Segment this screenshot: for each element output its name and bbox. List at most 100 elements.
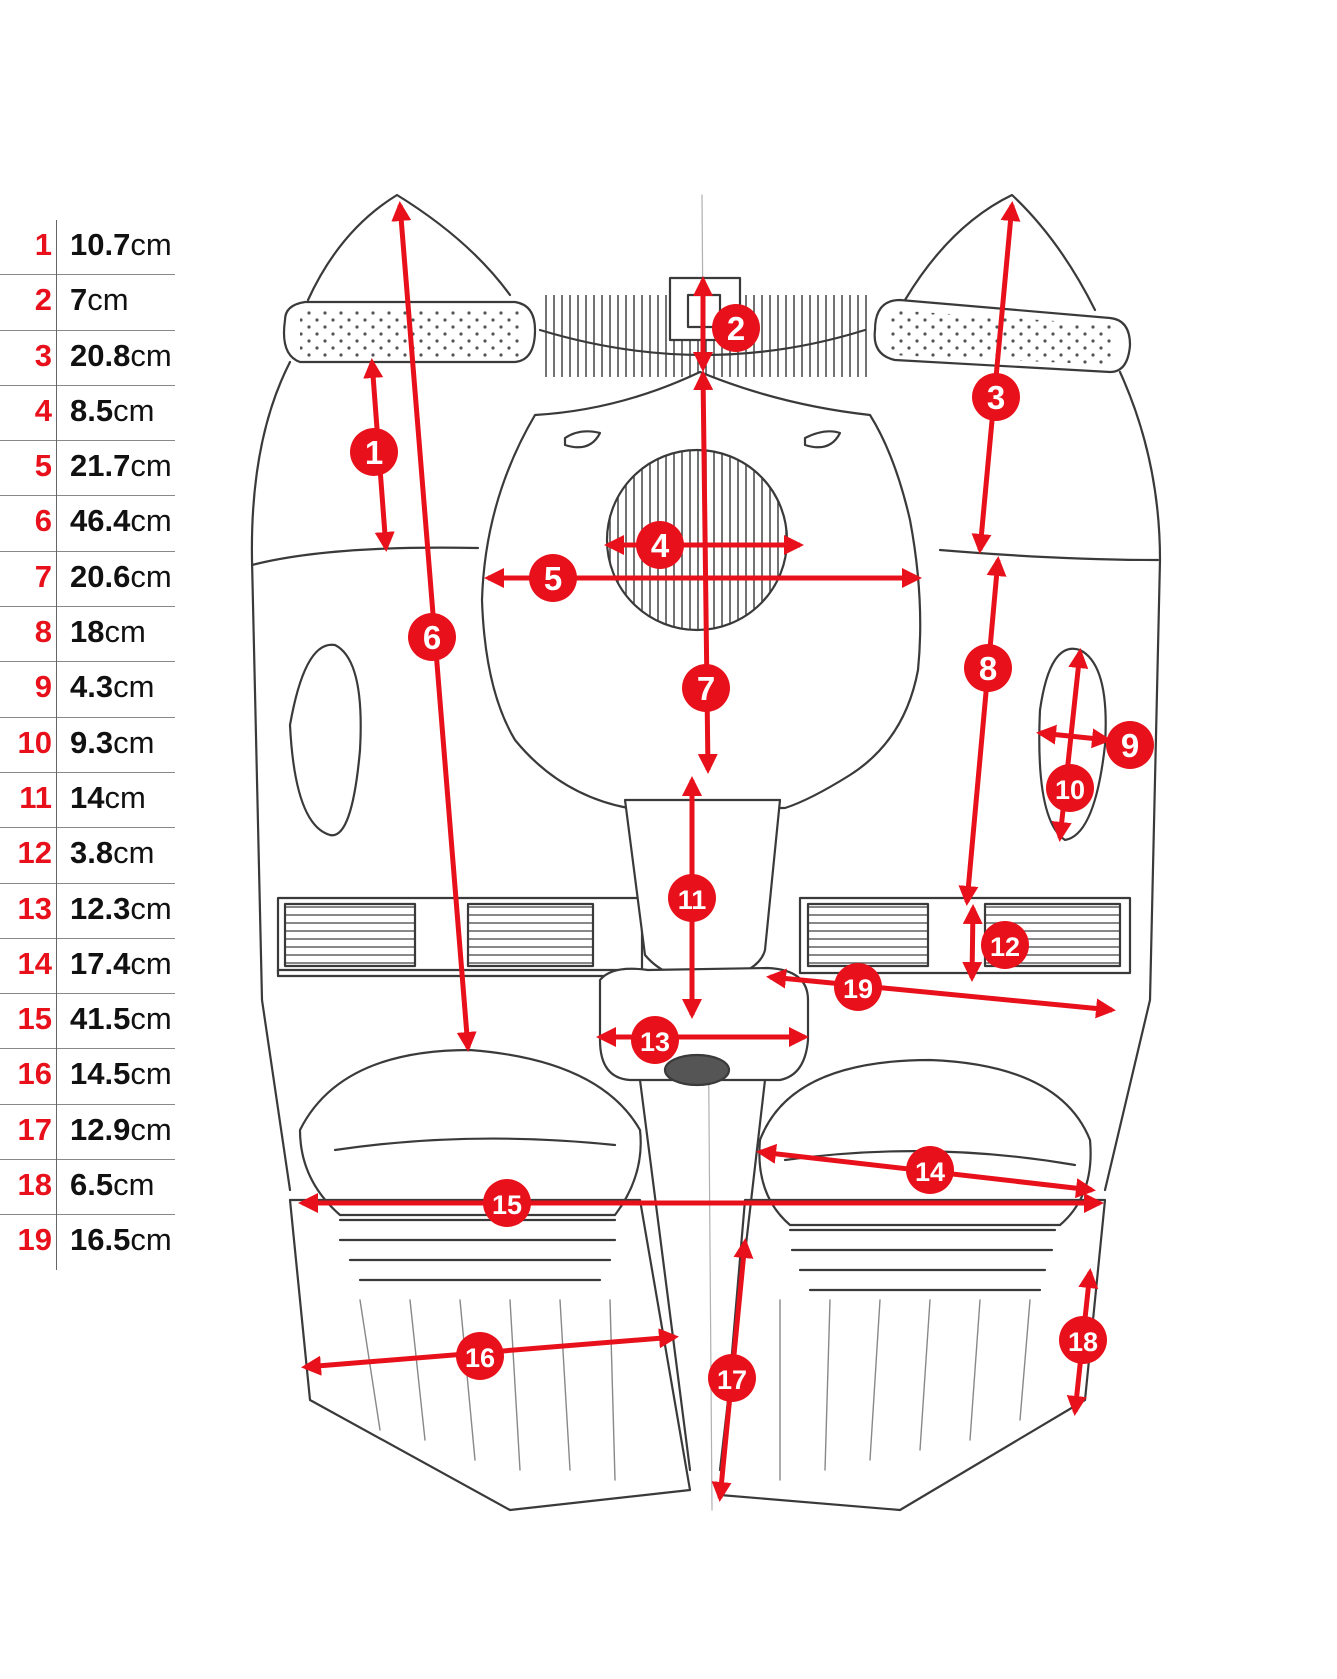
- legend-number: 11: [19, 779, 52, 815]
- legend-value: 20.8cm: [70, 337, 172, 373]
- marker-8: 8: [964, 644, 1012, 692]
- legend-row: 6 46.4cm: [0, 496, 175, 552]
- svg-text:17: 17: [717, 1365, 747, 1395]
- marker-10: 10: [1046, 764, 1094, 812]
- legend-number: 3: [34, 337, 52, 373]
- right-tank-body: [1103, 370, 1162, 1192]
- marker-18: 18: [1059, 1316, 1107, 1364]
- legend-value: 12.9cm: [70, 1111, 172, 1147]
- legend-value: 9.3cm: [70, 724, 155, 760]
- right-nose-cone: [903, 193, 1097, 312]
- svg-text:11: 11: [678, 885, 707, 915]
- svg-text:12: 12: [990, 932, 1020, 962]
- marker-12: 12: [981, 921, 1029, 969]
- marker-6: 6: [408, 613, 456, 661]
- legend-number: 12: [17, 835, 52, 871]
- left-tank-body: [250, 360, 292, 1192]
- legend-value: 12.3cm: [70, 890, 172, 926]
- svg-text:15: 15: [492, 1190, 522, 1220]
- legend-row: 1 10.7cm: [0, 220, 175, 276]
- marker-2: 2: [712, 304, 760, 352]
- marker-3: 3: [972, 373, 1020, 421]
- dimension-arrow-9: [1036, 724, 1112, 749]
- svg-text:13: 13: [640, 1027, 670, 1057]
- marker-11: 11: [668, 874, 716, 922]
- legend-divider: [56, 220, 57, 1270]
- left-nose-cone: [306, 193, 512, 302]
- marker-15: 15: [483, 1179, 531, 1227]
- left-window: [288, 643, 362, 837]
- legend-row: 18 6.5cm: [0, 1160, 175, 1216]
- legend-number: 2: [34, 282, 52, 318]
- legend-number: 10: [17, 724, 52, 760]
- legend-number: 1: [34, 227, 52, 262]
- svg-text:7: 7: [697, 670, 715, 707]
- svg-text:6: 6: [423, 619, 441, 656]
- legend-value: 21.7cm: [70, 448, 172, 484]
- svg-text:14: 14: [915, 1157, 945, 1187]
- svg-text:2: 2: [727, 310, 745, 347]
- dimension-arrow-12: [962, 904, 983, 982]
- legend-value: 14.5cm: [70, 1056, 172, 1092]
- marker-7: 7: [682, 664, 730, 712]
- legend-row: 16 14.5cm: [0, 1049, 175, 1105]
- legend-number: 9: [34, 669, 52, 705]
- legend-value: 14cm: [70, 779, 146, 815]
- legend-number: 13: [17, 890, 52, 926]
- legend-row: 13 12.3cm: [0, 884, 175, 939]
- legend-row: 14 17.4cm: [0, 939, 175, 995]
- legend-row: 12 3.8cm: [0, 828, 175, 884]
- marker-17: 17: [708, 1354, 756, 1402]
- legend-value: 16.5cm: [70, 1222, 172, 1258]
- legend-number: 6: [34, 503, 52, 539]
- legend-row: 5 21.7cm: [0, 441, 175, 497]
- right-collar: [873, 298, 1132, 374]
- svg-text:4: 4: [651, 527, 670, 564]
- svg-text:5: 5: [544, 560, 562, 597]
- svg-text:9: 9: [1121, 727, 1139, 764]
- dimension-arrow-19: [766, 968, 1116, 1019]
- legend-row: 9 4.3cm: [0, 662, 175, 718]
- legend-number: 18: [17, 1167, 52, 1203]
- marker-9: 9: [1106, 721, 1154, 769]
- marker-14: 14: [906, 1146, 954, 1194]
- right-nozzle-skirt: [718, 1198, 1107, 1512]
- marker-19: 19: [834, 963, 882, 1011]
- legend-value: 18cm: [70, 614, 146, 650]
- legend-row: 10 9.3cm: [0, 718, 175, 773]
- legend-value: 8.5cm: [70, 392, 155, 428]
- legend-number: 16: [17, 1056, 52, 1092]
- left-thruster-bell: [298, 1048, 642, 1217]
- legend-value: 17.4cm: [70, 945, 172, 981]
- legend-value: 41.5cm: [70, 1001, 172, 1037]
- marker-4: 4: [636, 521, 684, 569]
- legend-value: 4.3cm: [70, 669, 155, 705]
- vent-disc: [605, 448, 789, 632]
- svg-text:10: 10: [1055, 775, 1085, 805]
- legend-number: 7: [34, 558, 52, 594]
- legend-value: 3.8cm: [70, 835, 155, 871]
- legend-row: 17 12.9cm: [0, 1105, 175, 1161]
- left-collar: [282, 300, 537, 364]
- svg-text:16: 16: [465, 1343, 495, 1373]
- svg-text:18: 18: [1068, 1327, 1098, 1357]
- legend-row: 3 20.8cm: [0, 331, 175, 386]
- legend-number: 5: [34, 448, 52, 484]
- marker-1: 1: [350, 428, 398, 476]
- legend-row: 11 14cm: [0, 773, 175, 829]
- svg-text:3: 3: [987, 379, 1005, 416]
- dimension-arrow-8: [958, 556, 1007, 906]
- marker-16: 16: [456, 1332, 504, 1380]
- legend-number: 19: [17, 1222, 52, 1258]
- legend-value: 46.4cm: [70, 503, 172, 539]
- legend-number: 17: [17, 1111, 52, 1147]
- legend-value: 10.7cm: [70, 227, 172, 262]
- marker-13: 13: [631, 1016, 679, 1064]
- legend-value: 6.5cm: [70, 1167, 155, 1203]
- legend-number: 14: [17, 945, 52, 981]
